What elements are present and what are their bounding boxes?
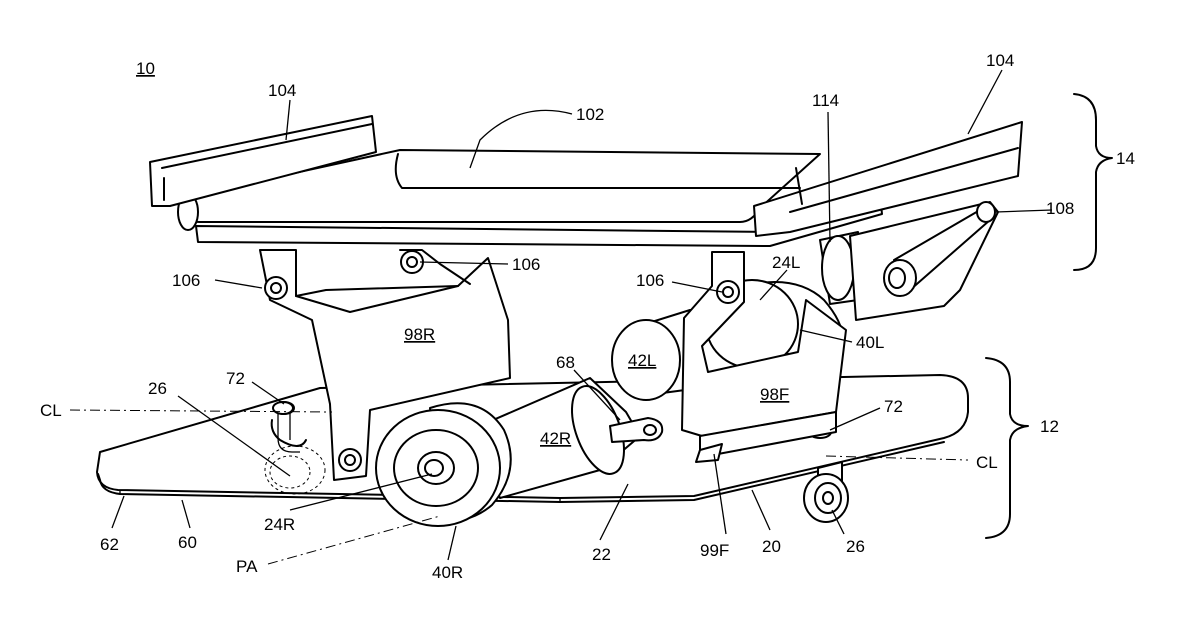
label-caster-left: 26 [148, 379, 167, 398]
label-pivot-axis: PA [236, 557, 258, 576]
label-centerline-right: CL [976, 453, 998, 472]
caster-right [804, 462, 848, 522]
label-fastener-left: 72 [226, 369, 245, 388]
label-base-plate: 22 [592, 545, 611, 564]
label-motor-right: 42R [540, 429, 571, 448]
label-fastener-right: 72 [884, 397, 903, 416]
handle-108 [850, 202, 998, 320]
label-upper-assembly: 14 [1116, 149, 1135, 168]
label-frame: 20 [762, 537, 781, 556]
label-handle: 108 [1046, 199, 1074, 218]
label-wheel-right: 40R [432, 563, 463, 582]
label-pivot-mid: 106 [512, 255, 540, 274]
label-pivot-right: 106 [636, 271, 664, 290]
label-link: 68 [556, 353, 575, 372]
brace-lower [986, 358, 1028, 538]
label-axle-left: 24L [772, 253, 800, 272]
label-arm-rear: 98R [404, 325, 435, 344]
label-caster-right: 26 [846, 537, 865, 556]
label-base-bottom: 60 [178, 533, 197, 552]
label-bracket: 114 [812, 91, 839, 110]
label-rail-right: 104 [986, 51, 1014, 70]
label-axle-right: 24R [264, 515, 295, 534]
label-centerline-left: CL [40, 401, 62, 420]
label-base-edge: 62 [100, 535, 119, 554]
label-stop: 99F [700, 541, 729, 560]
brace-upper [1074, 94, 1112, 270]
label-rail-left: 104 [268, 81, 296, 100]
label-deck: 102 [576, 105, 604, 124]
label-motor-left: 42L [628, 351, 656, 370]
label-arm-front: 98F [760, 385, 789, 404]
label-wheel-left: 40L [856, 333, 884, 352]
figure-number: 10 [136, 59, 155, 78]
label-pivot-left: 106 [172, 271, 200, 290]
label-lower-assembly: 12 [1040, 417, 1059, 436]
